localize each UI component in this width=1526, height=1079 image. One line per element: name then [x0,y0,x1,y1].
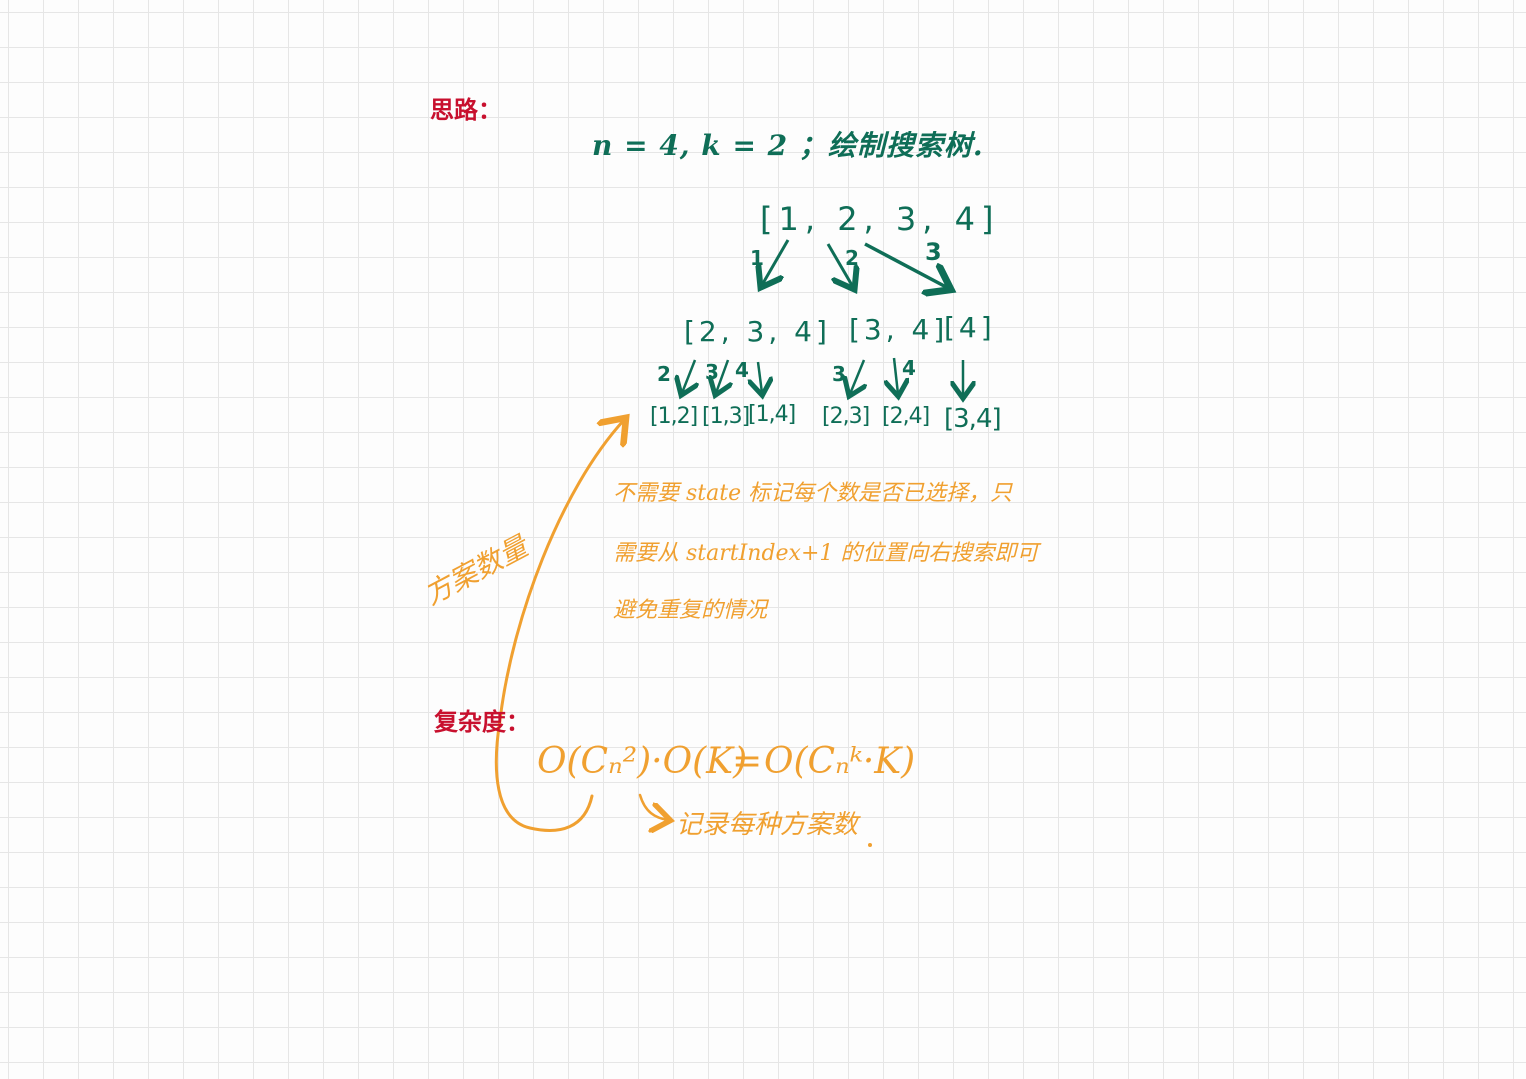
tree-node-4: [4] [944,311,996,344]
edge-arrow-2 [826,243,853,287]
edge-arrow-l2-4 [850,359,864,394]
edge-arrow-1 [762,239,790,285]
l1-edge-label-3b: 3 [832,362,846,386]
leaf-3-4: [3,4] [944,404,1002,434]
tree-node-2-3-4: [2, 3, 4] [684,315,831,348]
edge-arrow-3 [864,242,948,288]
note-line-3: 避免重复的情况 [613,598,768,623]
orange-dot [868,843,872,847]
l1-edge-label-3: 3 [705,360,719,384]
note-line-1: 不需要 state 标记每个数是否已选择，只 [613,481,1013,506]
leaf-1-2: [1,2] [650,404,698,429]
leaf-2-3: [2,3] [822,404,870,429]
edge-arrow-l2-2 [716,359,728,393]
complexity-annotation: 记录每种方案数 [676,810,859,840]
complexity-label: 复杂度： [434,707,530,736]
formula-equals: = [732,741,763,782]
leaf-2-4: [2,4] [882,404,930,429]
tree-root-node: [1, 2, 3, 4] [760,200,1000,238]
idea-label: 思路： [430,95,502,124]
edge-arrow-l2-5 [894,357,898,394]
formula-right: O(Cₙᵏ·K) [764,741,916,782]
edge-arrow-l2-3 [758,361,762,393]
edge-arrow-l2-1 [682,359,695,393]
leaf-1-4: [1,4] [748,402,796,427]
leaf-1-3: [1,3] [702,404,750,429]
orange-curve-arrow [494,420,624,832]
root-edge-label-1: 1 [750,246,764,270]
diagram-title: n = 4, k = 2 ；绘制搜索树. [592,129,984,162]
root-edge-label-2: 2 [845,246,859,270]
orange-small-arrow [638,793,668,820]
tree-node-3-4: [3, 4] [849,313,949,346]
l1-edge-label-2: 2 [657,362,671,386]
l1-edge-label-4b: 4 [902,356,916,380]
formula-left: O(Cₙ²)·O(K) [537,741,748,782]
root-edge-label-3: 3 [925,238,942,266]
l1-edge-label-4: 4 [735,358,749,382]
note-line-2: 需要从 startIndex+1 的位置向右搜索即可 [613,541,1039,566]
